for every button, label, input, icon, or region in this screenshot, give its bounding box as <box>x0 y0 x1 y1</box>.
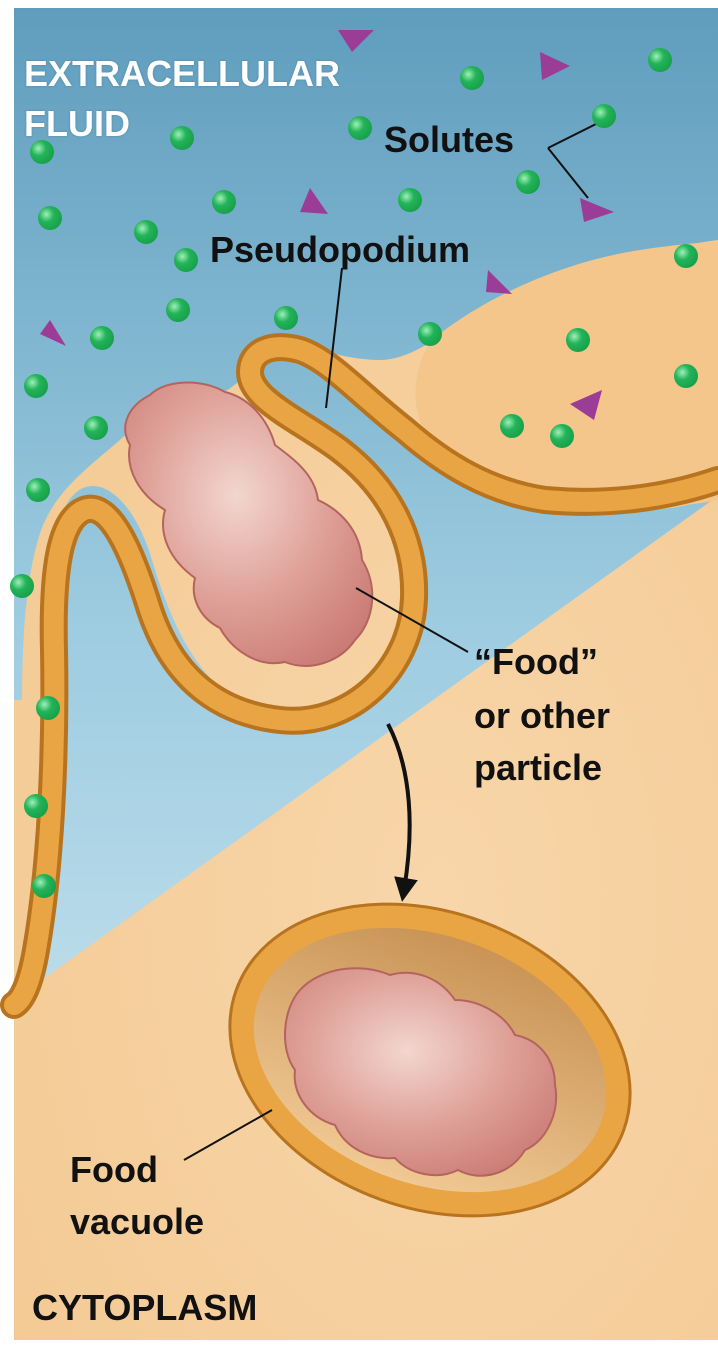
solute-sphere-icon <box>274 306 298 330</box>
solute-sphere-icon <box>170 126 194 150</box>
solute-sphere-icon <box>566 328 590 352</box>
solute-sphere-icon <box>90 326 114 350</box>
solute-sphere-icon <box>24 794 48 818</box>
solute-sphere-icon <box>26 478 50 502</box>
solute-sphere-icon <box>348 116 372 140</box>
solute-sphere-icon <box>648 48 672 72</box>
solute-sphere-icon <box>592 104 616 128</box>
solute-sphere-icon <box>166 298 190 322</box>
solute-sphere-icon <box>516 170 540 194</box>
extracellular-label-line1: EXTRACELLULAR <box>24 52 340 96</box>
food-label-line2: or other <box>474 694 610 738</box>
solute-sphere-icon <box>500 414 524 438</box>
solute-sphere-icon <box>36 696 60 720</box>
solute-sphere-icon <box>674 364 698 388</box>
solute-sphere-icon <box>84 416 108 440</box>
solute-sphere-icon <box>38 206 62 230</box>
solute-sphere-icon <box>550 424 574 448</box>
vacuole-label-line2: vacuole <box>70 1200 204 1244</box>
extracellular-label-line2: FLUID <box>24 102 130 146</box>
solute-sphere-icon <box>398 188 422 212</box>
solute-sphere-icon <box>10 574 34 598</box>
solute-sphere-icon <box>460 66 484 90</box>
cytoplasm-label: CYTOPLASM <box>32 1286 257 1330</box>
solute-sphere-icon <box>212 190 236 214</box>
pseudopodium-label: Pseudopodium <box>210 228 470 272</box>
solute-sphere-icon <box>24 374 48 398</box>
food-label-line3: particle <box>474 746 602 790</box>
solute-sphere-icon <box>134 220 158 244</box>
solute-sphere-icon <box>674 244 698 268</box>
solute-sphere-icon <box>418 322 442 346</box>
food-label-line1: “Food” <box>474 640 598 684</box>
vacuole-label-line1: Food <box>70 1148 158 1192</box>
solutes-label: Solutes <box>384 118 514 162</box>
solute-sphere-icon <box>32 874 56 898</box>
solute-sphere-icon <box>174 248 198 272</box>
